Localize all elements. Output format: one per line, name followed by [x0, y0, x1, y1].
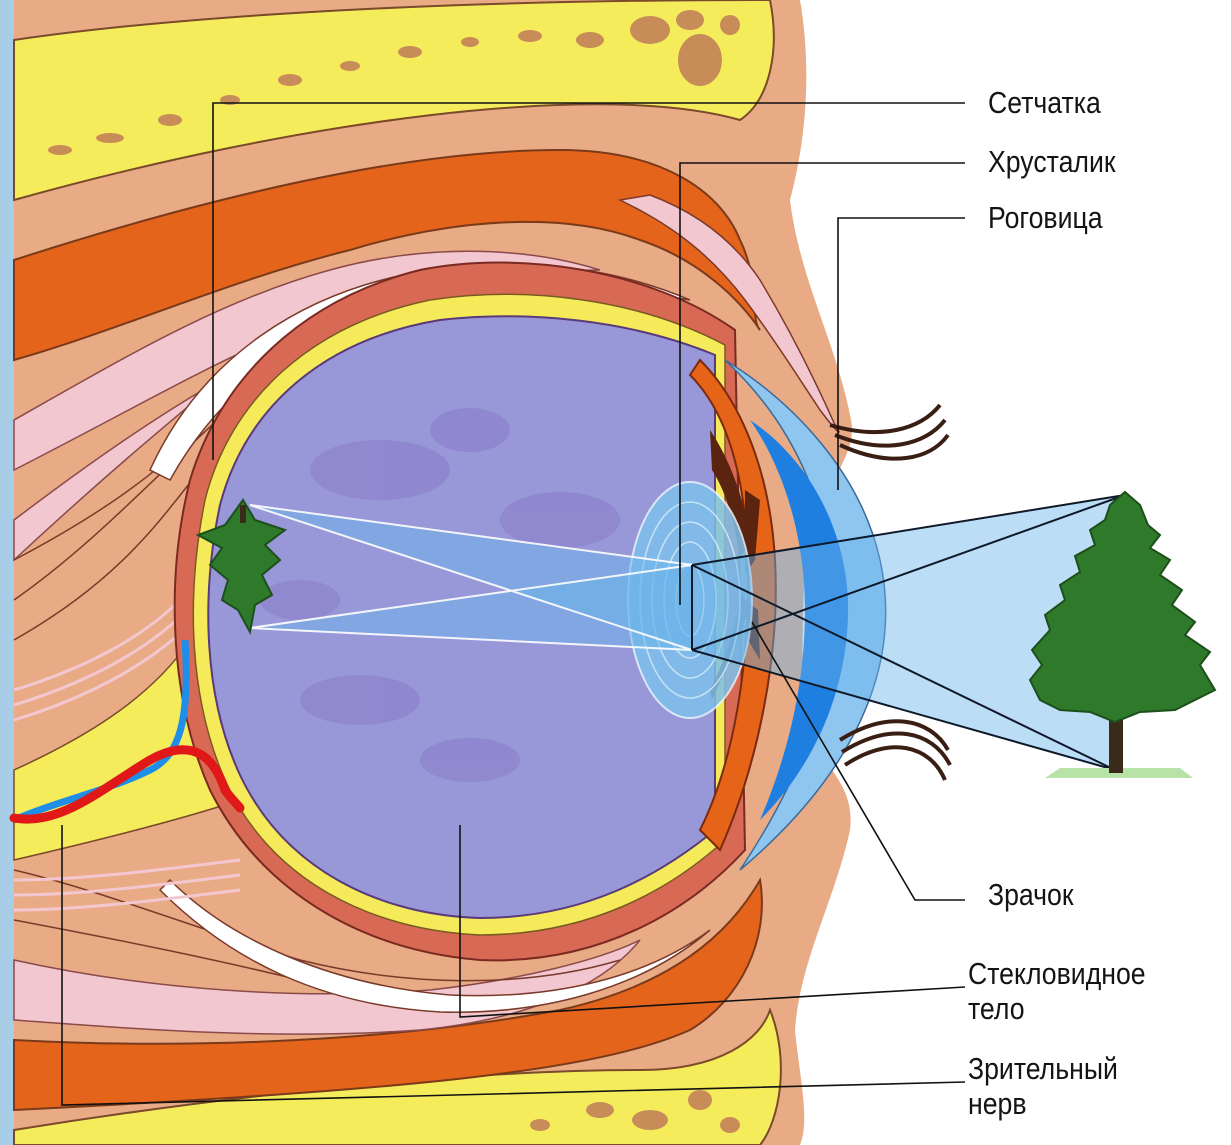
label-retina: Сетчатка: [988, 86, 1101, 121]
lower-eyelash-icon: [840, 721, 950, 780]
label-lens: Хрусталик: [988, 145, 1116, 180]
label-optic-nerve-line-1: Зрительный: [968, 1052, 1118, 1087]
label-cornea: Роговица: [988, 201, 1103, 236]
label-optic-nerve-line-2: нерв: [968, 1087, 1118, 1122]
label-vitreous-line-1: Стекловидное: [968, 957, 1146, 992]
leader-cornea: [838, 218, 965, 490]
label-vitreous-line-2: тело: [968, 992, 1146, 1027]
label-vitreous-body: Стекловидное тело: [968, 957, 1146, 1026]
label-optic-nerve: Зрительный нерв: [968, 1052, 1118, 1121]
label-pupil: Зрачок: [988, 878, 1074, 913]
